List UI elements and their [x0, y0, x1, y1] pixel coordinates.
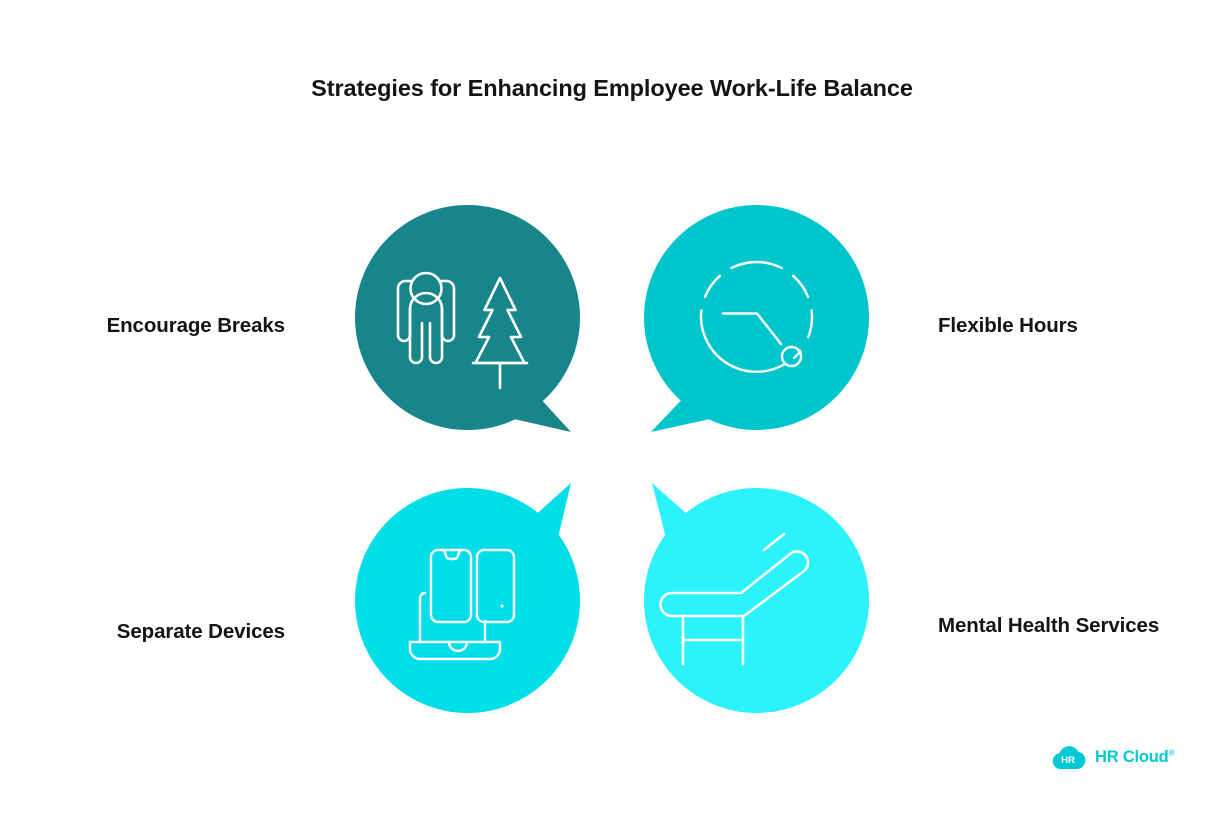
bubble-grid: [355, 205, 875, 725]
person-and-tree-icon: [396, 271, 529, 390]
cloud-icon: HR: [1049, 744, 1087, 770]
bubble-separate-devices[interactable]: [355, 483, 580, 713]
cloud-icon-text: HR: [1061, 755, 1075, 766]
bubble-encourage-breaks[interactable]: [355, 205, 580, 432]
bubble-shape-separate-devices: [355, 483, 580, 713]
therapy-couch-icon: [659, 532, 810, 666]
logo-name: HR Cloud: [1095, 747, 1169, 766]
dashed-clock-icon: [699, 260, 814, 373]
hr-cloud-logo[interactable]: HR HR Cloud®: [1049, 744, 1174, 770]
logo-text: HR Cloud®: [1095, 748, 1174, 767]
bubble-mental-health-services[interactable]: [644, 483, 869, 713]
page-title: Strategies for Enhancing Employee Work-L…: [311, 75, 913, 101]
bubble-shape-flexible-hours: [644, 205, 869, 432]
bubble-shape-mental-health-services: [644, 483, 869, 713]
label-flexible-hours: Flexible Hours: [938, 314, 1078, 337]
label-mental-health-services: Mental Health Services: [938, 614, 1160, 637]
bubble-flexible-hours[interactable]: [644, 205, 869, 432]
phones-on-dock-icon: [408, 548, 516, 661]
label-encourage-breaks: Encourage Breaks: [106, 314, 286, 337]
bubble-shape-encourage-breaks: [355, 205, 580, 432]
logo-trademark: ®: [1168, 748, 1175, 757]
label-separate-devices: Separate Devices: [116, 620, 285, 643]
